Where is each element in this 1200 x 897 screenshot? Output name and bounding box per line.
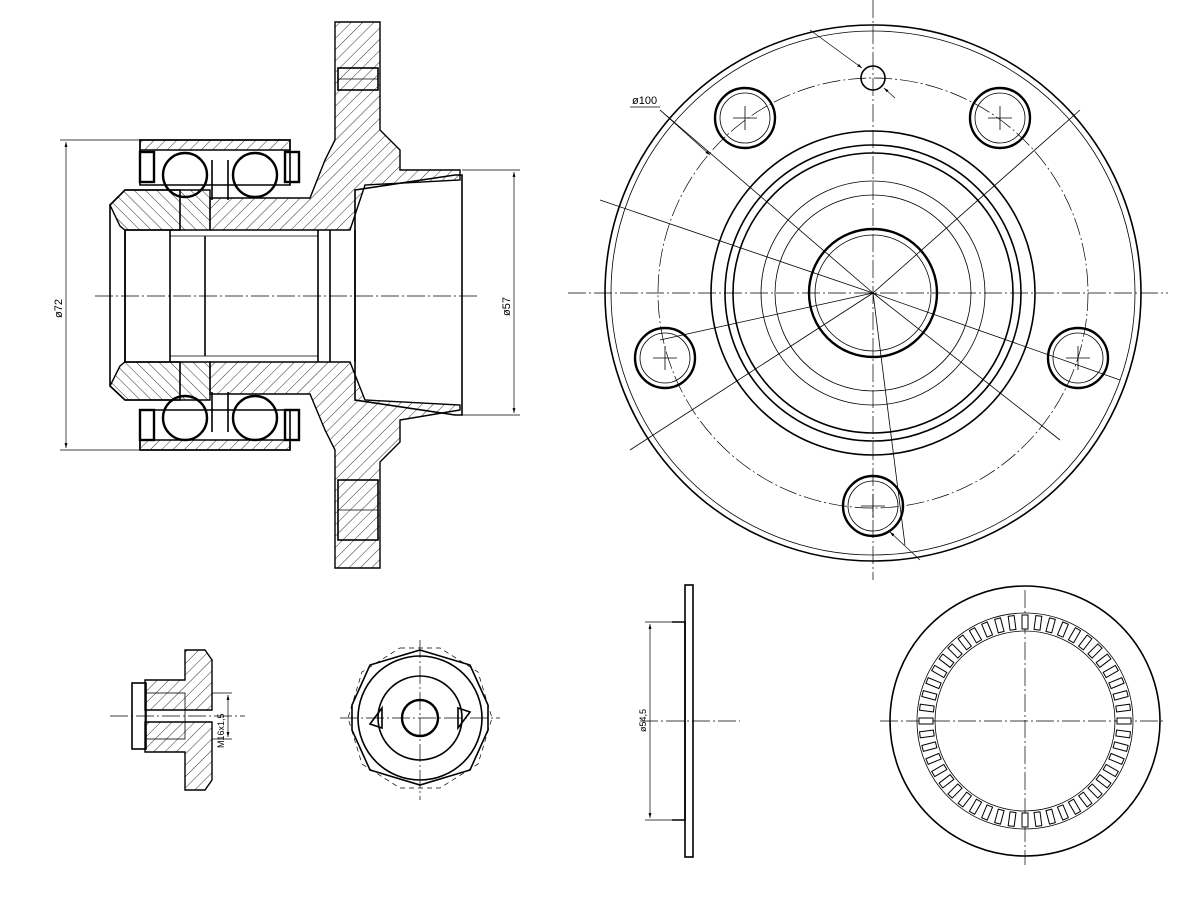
encoder-slot (918, 729, 935, 739)
encoder-slot (1095, 653, 1112, 669)
encoder-slot (1056, 804, 1069, 821)
encoder-slot (981, 621, 994, 638)
encoder-slot (1067, 798, 1082, 815)
encoder-slot (918, 703, 935, 713)
encoder-slot (994, 617, 1005, 634)
encoder-slot (1033, 811, 1043, 828)
encoder-slot (981, 804, 994, 821)
encoder-slot (938, 773, 955, 789)
encoder-slot (931, 763, 948, 778)
dim-thread-label: M16x1,5 (216, 713, 226, 748)
encoder-slot (1116, 717, 1132, 725)
encoder-slot (1108, 752, 1125, 765)
encoder-slot (1007, 614, 1017, 631)
encoder-slot (925, 677, 942, 690)
hub-front-view: ø100 (568, 0, 1168, 580)
encoder-slot (1087, 643, 1103, 659)
encoder-slot (921, 690, 938, 701)
nut-section-view: M16x1,5 (110, 649, 245, 791)
encoder-slot (957, 791, 973, 808)
encoder-slot (947, 783, 963, 799)
dim-bore-diameter-label: ø57 (501, 297, 513, 316)
encoder-slot (938, 653, 955, 669)
bolt-hole (968, 86, 1032, 150)
encoder-slot (1033, 614, 1043, 631)
encoder-slot (1115, 703, 1132, 713)
encoder-slot (1112, 690, 1129, 701)
encoder-slot (921, 741, 938, 752)
encoder-slot (1045, 808, 1056, 825)
encoder-slot (1102, 664, 1119, 679)
encoder-slot (1077, 791, 1093, 808)
encoder-slot (1077, 634, 1093, 651)
encoder-slot (957, 634, 973, 651)
encoder-slot (1007, 811, 1017, 828)
encoder-slot (1108, 677, 1125, 690)
dim-outer-diameter-label: ø72 (53, 299, 65, 318)
nut-front-view (340, 640, 500, 800)
encoder-slot (1045, 617, 1056, 634)
encoder-slot (1115, 729, 1132, 739)
dim-bolt-circle-label: ø100 (632, 95, 657, 107)
encoder-slot (1087, 783, 1103, 799)
encoder-slot (1021, 812, 1029, 828)
encoder-slot (1067, 627, 1082, 644)
encoder-slot (1056, 621, 1069, 638)
hub-section-view: ø72 ø57 (53, 21, 520, 569)
bolt-hole (633, 326, 697, 390)
encoder-slot (994, 808, 1005, 825)
encoder-ring-view (880, 585, 1165, 865)
bolt-hole (1046, 326, 1110, 390)
encoder-slot (968, 627, 983, 644)
encoder-slot (931, 664, 948, 679)
encoder-slot (1102, 763, 1119, 778)
bolt-hole (713, 86, 777, 150)
encoder-slot (925, 752, 942, 765)
encoder-slot (1112, 741, 1129, 752)
encoder-slot (968, 798, 983, 815)
encoder-slot (918, 717, 934, 725)
encoder-slots (918, 614, 1132, 828)
dim-shield-diameter-label: ø54,5 (638, 709, 648, 732)
encoder-slot (1021, 614, 1029, 630)
encoder-slot (947, 643, 963, 659)
bolt-hole (841, 474, 905, 538)
encoder-slot (1095, 773, 1112, 789)
shield-section-view: ø54,5 (638, 584, 740, 858)
